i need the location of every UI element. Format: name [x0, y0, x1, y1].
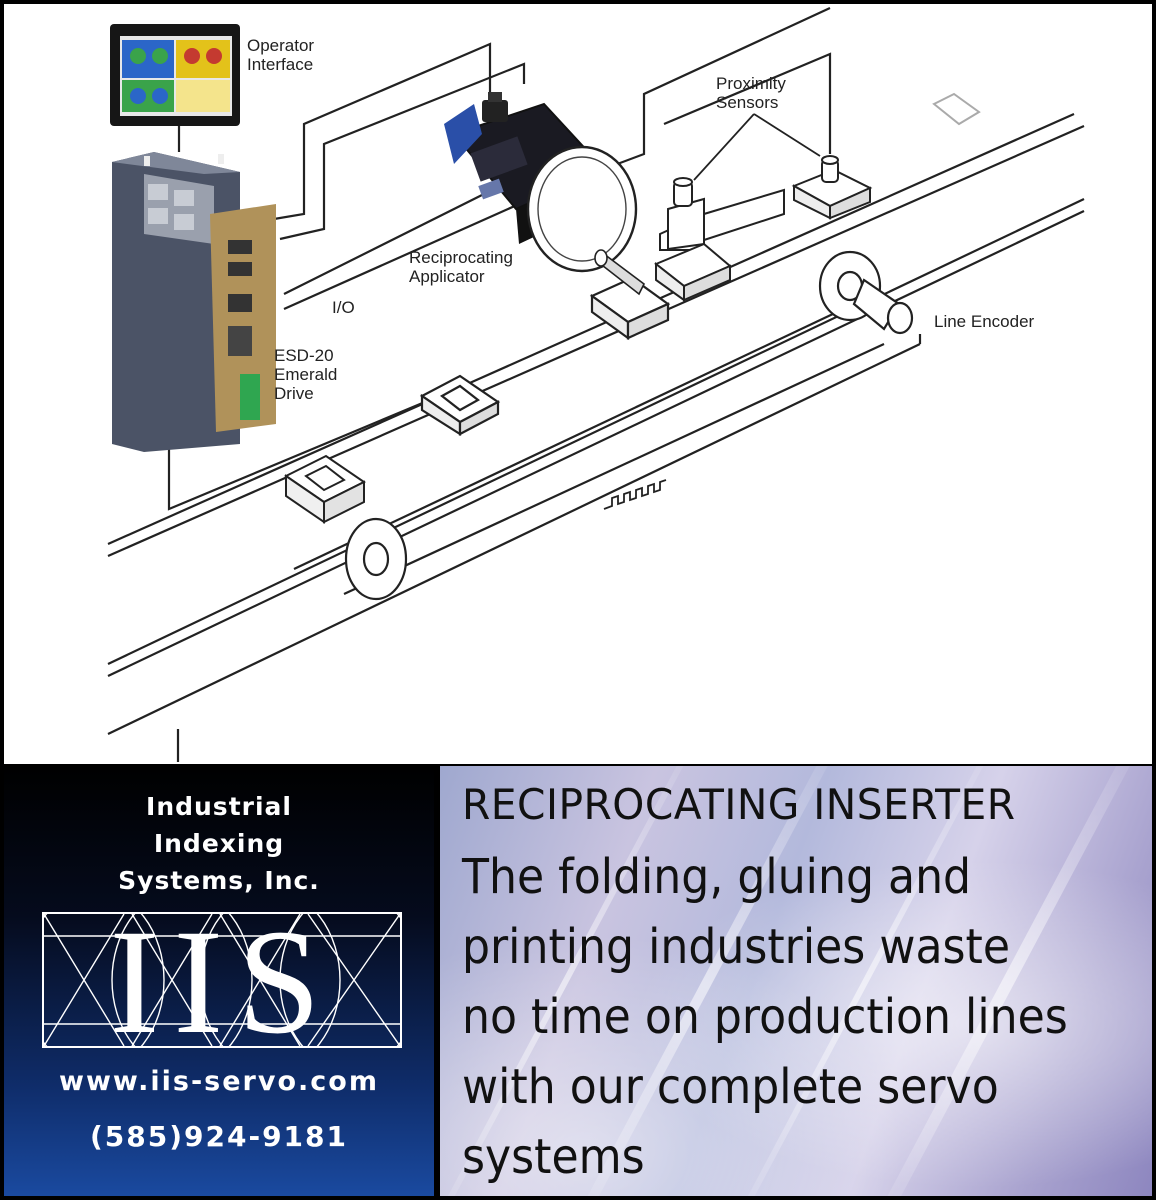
- ad-body-line: systems: [462, 1129, 645, 1185]
- ad-body: The folding, gluing and printing industr…: [462, 842, 1097, 1192]
- proximity-sensor-2: [791, 155, 873, 220]
- emerald-drive-unit: [112, 152, 276, 452]
- carton-1: [284, 454, 366, 524]
- conveyor-rail-back-1: [107, 112, 1075, 546]
- iis-logo: IIS: [23, 889, 421, 1071]
- conveyor-rail-front-1: [107, 198, 1085, 665]
- company-name-line: Indexing: [153, 829, 285, 858]
- company-name-line: Systems, Inc.: [118, 866, 320, 895]
- drive-label: ESD-20 Emerald Drive: [274, 346, 338, 403]
- carton-2: [419, 374, 501, 436]
- servo-motor: [444, 92, 646, 296]
- ad-text-panel: RECIPROCATING INSERTER The folding, glui…: [440, 766, 1152, 1196]
- company-name: Industrial Indexing Systems, Inc.: [4, 788, 434, 899]
- logo-text: IIS: [109, 914, 334, 1046]
- operator-interface-label: Operator Interface: [247, 36, 315, 74]
- applicator-slide: [654, 188, 785, 302]
- company-panel: Industrial Indexing Systems, Inc. IIS: [4, 766, 434, 1196]
- ad-headline: RECIPROCATING INSERTER: [462, 780, 1016, 829]
- phone-number: (585)924-9181: [89, 1120, 349, 1153]
- website-link[interactable]: www.iis-servo.com: [59, 1066, 379, 1097]
- line-encoder: [852, 278, 914, 335]
- iis-logo-artwork: IIS: [23, 889, 421, 1071]
- company-name-line: Industrial: [146, 792, 292, 821]
- system-diagram: Operator Interface Proximity Sensors Rec…: [4, 4, 1152, 764]
- proximity-sensor-1: [673, 177, 693, 207]
- conveyor-base-line: [107, 343, 921, 735]
- ad-body-line: printing industries waste: [462, 919, 1010, 975]
- conveyor-roller-left: [344, 517, 408, 601]
- encoder-pulse-train: [603, 479, 667, 510]
- io-label: I/O: [332, 298, 355, 317]
- line-encoder-label: Line Encoder: [934, 312, 1035, 331]
- sensor-pointer-lines: [693, 113, 821, 181]
- ad-body-line: The folding, gluing and: [462, 849, 972, 905]
- conveyor-rail-front-2: [107, 210, 1085, 677]
- diagram-artwork: [107, 7, 1085, 762]
- ad-body-line: with our complete servo: [462, 1059, 999, 1115]
- carton-3: [589, 276, 671, 341]
- ad-body-line: no time on production lines: [462, 989, 1068, 1045]
- operator-interface-screen: [110, 24, 240, 126]
- reciprocating-applicator-label: Reciprocating Applicator: [409, 248, 513, 286]
- conveyor-rail-back-2: [107, 124, 1085, 558]
- proximity-sensors-label: Proximity Sensors: [716, 74, 786, 112]
- carton-far: [932, 92, 981, 126]
